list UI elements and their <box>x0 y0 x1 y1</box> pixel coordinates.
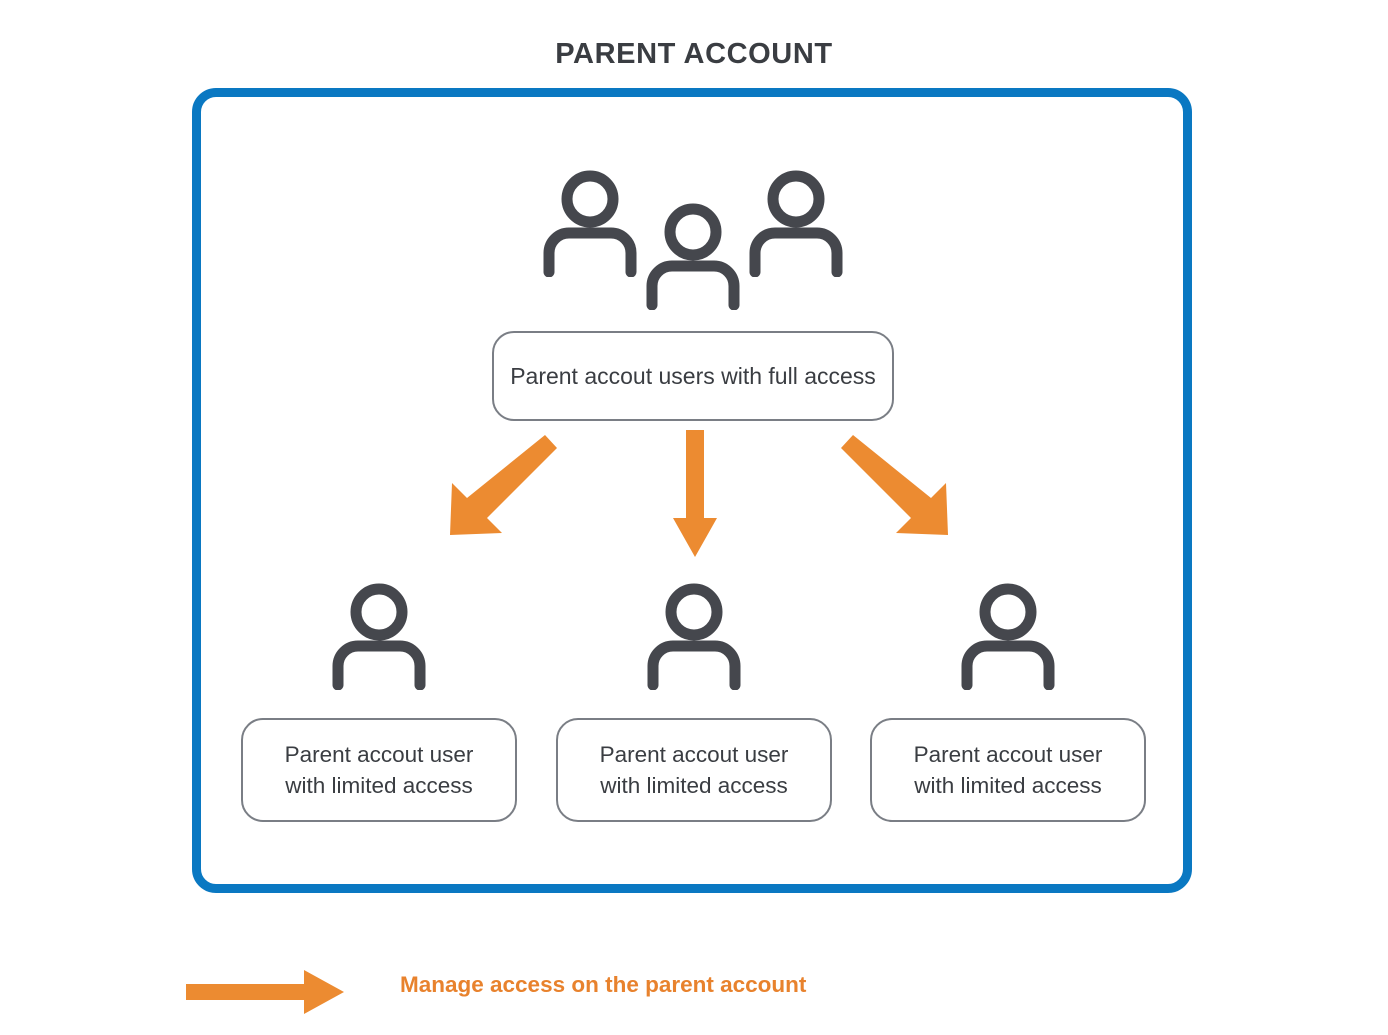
child-node-label: Parent accout user with limited access <box>241 718 517 822</box>
arrow-to-child-1 <box>450 435 557 535</box>
person-icon <box>961 583 1055 690</box>
person-icon <box>646 203 740 310</box>
arrow-to-child-2 <box>673 430 717 557</box>
primary-node-label: Parent accout users with full access <box>492 331 894 421</box>
legend: Manage access on the parent account <box>186 962 1186 1022</box>
right-arrow-icon <box>186 970 344 1014</box>
person-icon <box>332 583 426 690</box>
person-icon <box>543 170 637 277</box>
legend-label: Manage access on the parent account <box>400 972 807 997</box>
child-node-label: Parent accout user with limited access <box>870 718 1146 822</box>
page-title: PARENT ACCOUNT <box>555 38 833 70</box>
person-icon <box>647 583 741 690</box>
arrow-to-child-3 <box>841 435 948 535</box>
child-node-label: Parent accout user with limited access <box>556 718 832 822</box>
person-icon <box>749 170 843 277</box>
